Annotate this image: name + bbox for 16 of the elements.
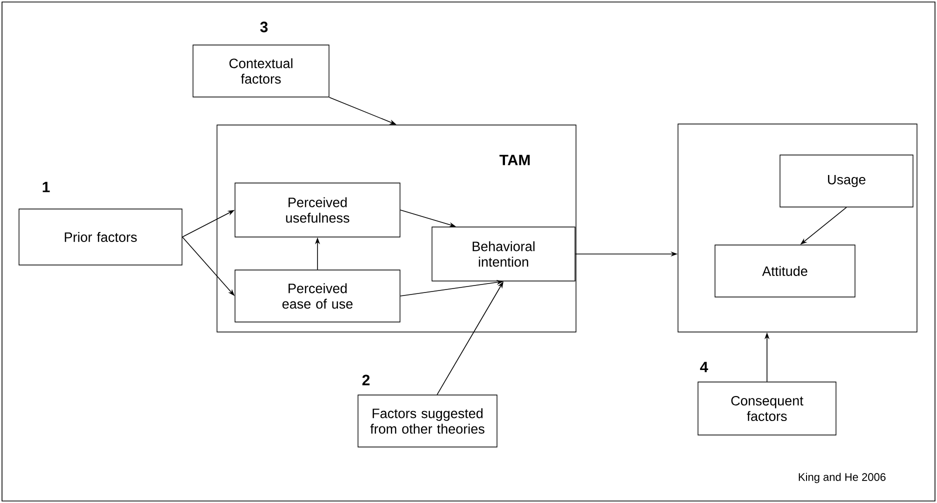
box-heading: TAM <box>500 154 530 166</box>
factor-box: Behavioral intention <box>432 226 576 282</box>
factor-box: Perceived usefulness <box>234 182 400 238</box>
callout-number: 3 <box>260 22 268 32</box>
factor-box: Factors suggested from other theories <box>358 394 498 448</box>
factor-box: Perceived ease of use <box>234 270 400 322</box>
frame-box <box>678 124 918 332</box>
factor-box: Contextual factors <box>192 44 330 98</box>
callout-number: 1 <box>42 182 50 192</box>
factor-box: Attitude <box>714 244 856 298</box>
factor-box: Prior factors <box>18 208 182 266</box>
callout-number: 2 <box>362 374 370 386</box>
source-note: King and He 2006 <box>798 472 886 484</box>
factor-box: Usage <box>780 154 914 208</box>
factor-box: Consequent factors <box>698 382 836 436</box>
callout-number: 4 <box>700 362 708 372</box>
